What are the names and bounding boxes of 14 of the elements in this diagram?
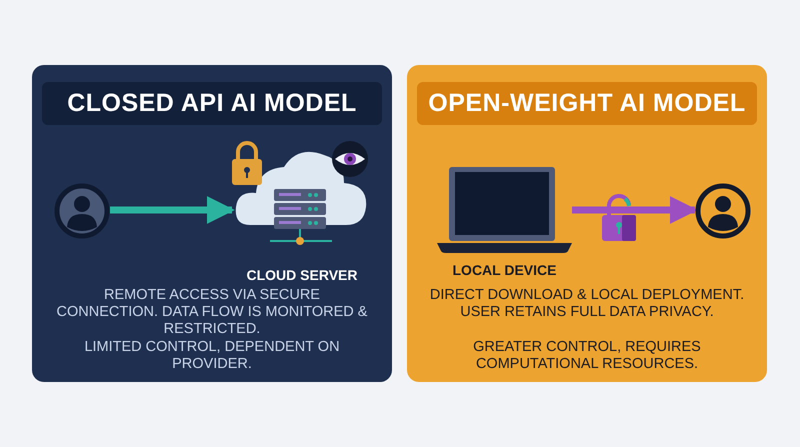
user-icon [695,183,751,239]
node-label: LOCAL DEVICE [452,262,558,278]
panel-title: CLOSED API AI MODEL [42,82,382,125]
user-icon [54,183,110,239]
panel-card [32,65,392,382]
arrow [572,196,698,224]
panel-card [407,65,767,382]
description-text: LIMITED CONTROL, DEPENDENT ON PROVIDER. [83,339,341,373]
arrow [110,196,235,224]
node-label: CLOUD SERVER [246,267,358,283]
description-text: DIRECT DOWNLOAD & LOCAL DEPLOYMENT. USER RETAINS FULL DATA PRIVACY. [428,287,746,321]
description-text: GREATER CONTROL, REQUIRES COMPUTATIONAL RESOURCES. [472,339,702,373]
description-text: REMOTE ACCESS VIA SECURE CONNECTION. DATA FLOW IS MONITORED & RESTRICTED. [56,287,368,338]
panel-title: OPEN-WEIGHT AI MODEL [417,82,757,125]
